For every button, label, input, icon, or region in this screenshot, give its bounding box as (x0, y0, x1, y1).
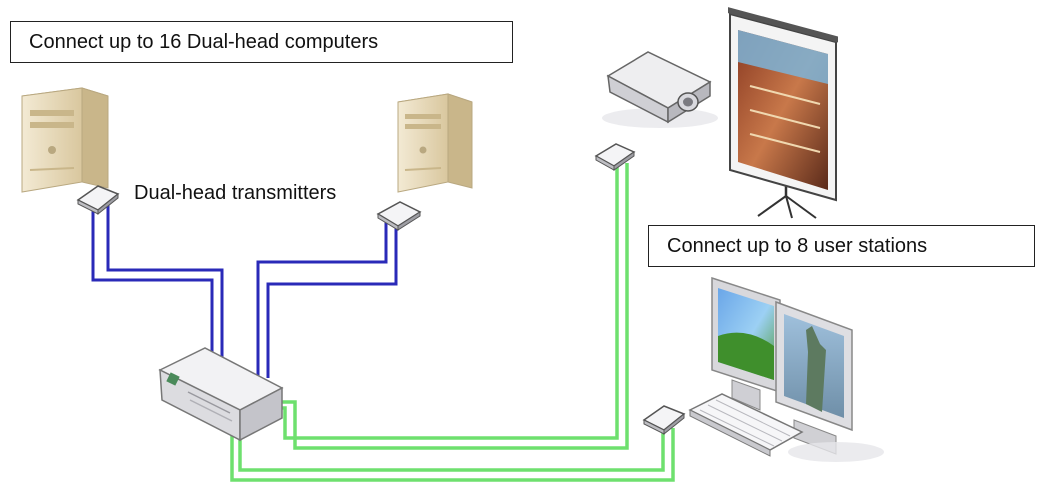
computers-callout: Connect up to 16 Dual-head computers (10, 21, 513, 63)
transmitter-box-icon (376, 201, 422, 231)
dual-monitor-icon (711, 276, 884, 462)
transmitters-label: Dual-head transmitters (134, 182, 337, 204)
stations-callout: Connect up to 8 user stations (648, 225, 1035, 267)
receiver-box-icon (642, 405, 686, 436)
blue-cables (91, 203, 398, 380)
keyboard-icon (688, 393, 804, 457)
projection-screen-icon (728, 7, 838, 219)
computer-tower-icon (21, 87, 109, 193)
transmitter-box-icon (76, 185, 120, 216)
computer-tower-icon (397, 93, 473, 193)
receiver-box-icon (594, 143, 636, 171)
green-cables (230, 163, 675, 482)
kvm-switch-icon (158, 347, 284, 442)
projector-icon (602, 51, 718, 128)
